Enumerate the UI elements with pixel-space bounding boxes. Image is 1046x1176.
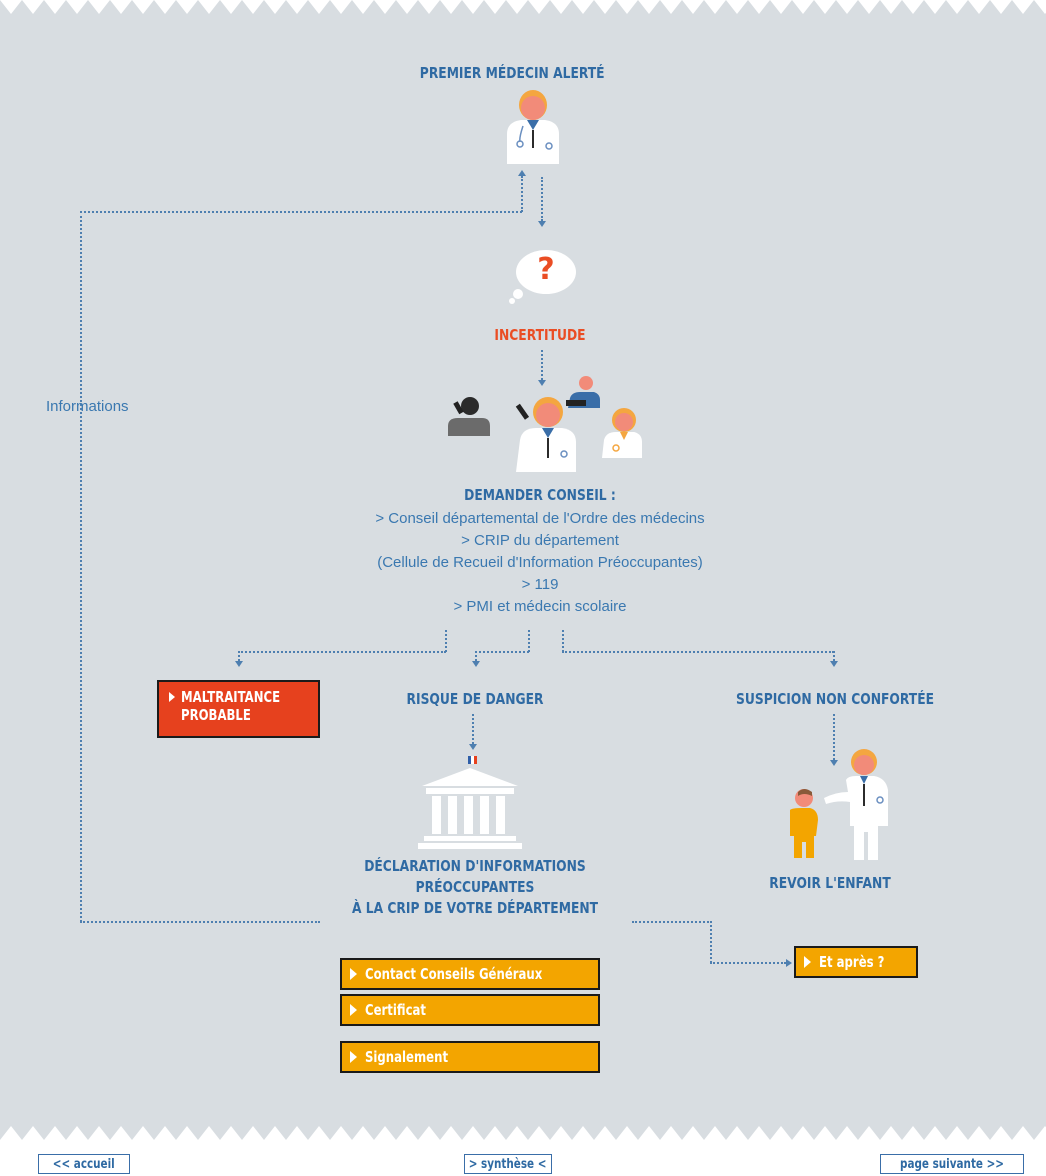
doctor-icon	[507, 90, 559, 164]
uncertainty-title: INCERTITUDE	[494, 326, 586, 344]
connector-line	[80, 211, 522, 213]
question-mark-icon: ?	[537, 252, 555, 287]
contact-conseils-button[interactable]: Contact Conseils Généraux	[340, 958, 600, 990]
play-arrow-icon	[350, 1051, 357, 1063]
signalement-button[interactable]: Signalement	[340, 1041, 600, 1073]
play-arrow-icon	[169, 692, 175, 702]
declaration-line: PRÉOCCUPANTES	[415, 878, 535, 896]
certificat-button[interactable]: Certificat	[340, 994, 600, 1026]
zigzag-bottom-border	[0, 1126, 1046, 1140]
connector-line	[833, 714, 835, 760]
play-arrow-icon	[350, 1004, 357, 1016]
suspicion-title: SUSPICION NON CONFORTÉE	[735, 690, 935, 708]
prefecture-building-icon	[418, 756, 522, 849]
connector-line	[632, 921, 712, 923]
see-child-title: REVOIR L'ENFANT	[769, 874, 891, 892]
connector-line	[541, 350, 543, 380]
connector-line	[472, 714, 474, 744]
connector-line	[528, 630, 530, 652]
arrow-down-icon	[538, 380, 546, 386]
button-label: Contact Conseils Généraux	[365, 965, 543, 983]
advisor-phone-icon	[448, 397, 490, 436]
home-button[interactable]: << accueil	[38, 1154, 130, 1174]
first-doctor-title: PREMIER MÉDECIN ALERTÉ	[419, 64, 605, 82]
ask-advice-title: DEMANDER CONSEIL :	[464, 486, 616, 504]
et-apres-button[interactable]: Et après ?	[794, 946, 918, 978]
connector-line	[710, 921, 712, 963]
advice-line: (Cellule de Recueil d'Information Préocc…	[377, 554, 703, 571]
connector-line	[445, 630, 447, 652]
maltraitance-probable-button[interactable]: MALTRAITANCE PROBABLE	[157, 680, 320, 738]
connector-line	[521, 176, 523, 212]
connector-line	[541, 177, 543, 221]
connector-line	[238, 651, 240, 661]
advice-line: > CRIP du département	[461, 532, 619, 549]
advisor-laptop-icon	[566, 376, 600, 408]
connector-line	[562, 651, 834, 653]
button-label: PROBABLE	[181, 706, 251, 724]
arrow-down-icon	[469, 744, 477, 750]
advice-line: > 119	[521, 576, 559, 593]
button-label: Et après ?	[819, 953, 885, 971]
declaration-line: À LA CRIP DE VOTRE DÉPARTEMENT	[351, 899, 599, 917]
connector-line	[710, 962, 786, 964]
next-page-button-label: page suivante >>	[899, 1156, 1005, 1172]
connector-line	[80, 211, 82, 922]
play-arrow-icon	[804, 956, 811, 968]
child-icon	[790, 789, 818, 858]
declaration-block: DÉCLARATION D'INFORMATIONS PRÉOCCUPANTES…	[290, 856, 660, 919]
advisor-nurse-icon	[602, 408, 642, 458]
danger-risk-title: RISQUE DE DANGER	[406, 690, 544, 708]
connector-line	[833, 651, 835, 661]
arrow-down-icon	[538, 221, 546, 227]
arrow-down-icon	[472, 661, 480, 667]
connector-line	[475, 651, 477, 661]
home-button-label: << accueil	[52, 1156, 115, 1172]
arrow-right-icon	[786, 959, 792, 967]
play-arrow-icon	[350, 968, 357, 980]
arrow-up-icon	[518, 170, 526, 176]
button-label: Certificat	[365, 1001, 426, 1019]
main-doctor-icon	[515, 397, 576, 472]
advice-list: > Conseil départemental de l'Ordre des m…	[240, 508, 840, 618]
next-page-button[interactable]: page suivante >>	[880, 1154, 1024, 1174]
button-label: MALTRAITANCE	[181, 688, 281, 706]
summary-button[interactable]: > synthèse <	[464, 1154, 552, 1174]
zigzag-top-border	[0, 0, 1046, 14]
question-bubble-icon	[509, 250, 576, 304]
connector-line	[475, 651, 529, 653]
advice-line: > Conseil départemental de l'Ordre des m…	[375, 510, 705, 527]
informations-label: Informations	[46, 398, 129, 415]
connector-line	[80, 921, 320, 923]
doctor-standing-icon	[824, 749, 888, 860]
arrow-down-icon	[830, 661, 838, 667]
connector-line	[562, 630, 564, 652]
arrow-down-icon	[235, 661, 243, 667]
flowchart-panel: PREMIER MÉDECIN ALERTÉ Informations ? IN…	[0, 0, 1046, 1140]
advice-line: > PMI et médecin scolaire	[453, 598, 627, 615]
arrow-down-icon	[830, 760, 838, 766]
connector-line	[238, 651, 446, 653]
declaration-line: DÉCLARATION D'INFORMATIONS	[364, 857, 586, 875]
summary-button-label: > synthèse <	[469, 1156, 547, 1172]
button-label: Signalement	[365, 1048, 449, 1066]
